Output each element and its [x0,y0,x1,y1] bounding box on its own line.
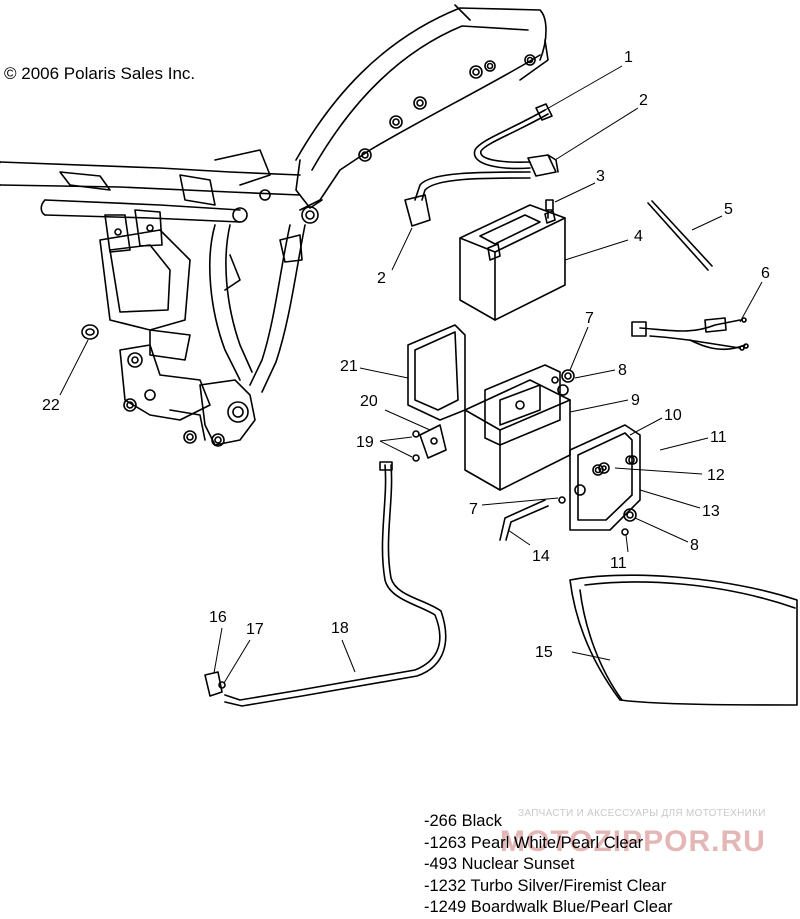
color-options-list: -266 Black -1263 Pearl White/Pearl Clear… [424,811,673,919]
callout-8-bottom: 8 [690,537,699,554]
copyright-notice: © 2006 Polaris Sales Inc. [4,64,196,83]
callout-11-bottom: 11 [610,555,627,572]
battery-cable-positive [473,103,559,177]
watermark-tagline: ЗАПЧАСТИ И АКСЕССУАРЫ ДЛЯ МОТОТЕХНИКИ [518,808,766,819]
battery [459,204,566,321]
color-option: -1232 Turbo Silver/Firemist Clear [424,876,667,895]
callout-18: 18 [331,620,349,637]
callout-8-top: 8 [618,362,627,379]
battery-cable-negative [404,171,531,227]
battery-tray-side-plate [407,324,466,421]
color-option: -1263 Pearl White/Pearl Clear [424,833,644,852]
callout-5: 5 [724,201,733,218]
battery-tray [464,364,571,491]
mounting-rod [499,499,549,541]
callout-6: 6 [761,265,770,282]
callout-9: 9 [631,392,640,409]
callout-15: 15 [535,644,553,661]
callout-7-bottom: 7 [469,501,478,518]
callout-21: 21 [340,358,358,375]
battery-terminal-bolt [545,199,554,219]
callout-14: 14 [532,548,550,565]
vent-tube [204,461,447,707]
callout-20: 20 [360,393,378,410]
color-option: -1249 Boardwalk Blue/Pearl Clear [424,898,673,916]
callout-12: 12 [707,467,725,484]
callout-2-top: 2 [639,92,648,109]
callout-22: 22 [42,397,60,414]
callout-4: 4 [634,228,643,245]
watermark-brand: MOTOZIPPOR.RU [500,825,766,858]
color-option: -493 Nuclear Sunset [424,855,575,873]
side-panel [569,574,798,706]
leader-lines [59,65,763,684]
callout-16: 16 [209,609,227,626]
callout-13: 13 [702,503,720,520]
callout-1: 1 [624,49,633,66]
callout-11-top: 11 [710,429,727,446]
callout-10: 10 [664,407,682,424]
rubber-grommet [81,324,99,340]
callout-7-top: 7 [585,310,594,327]
battery-side-cover [569,424,641,531]
wiring-harness [631,317,749,351]
motorcycle-frame [0,4,549,447]
callout-19: 19 [356,434,374,451]
callout-2-bottom: 2 [377,270,386,287]
fastener-hardware [557,369,638,536]
callout-3: 3 [596,168,605,185]
callout-labels: 1 2 2 3 4 5 6 7 7 8 8 9 10 11 11 12 13 1… [42,49,770,661]
callout-17: 17 [246,621,264,638]
tray-clip-bracket [412,424,447,462]
battery-strap [647,200,713,271]
color-option: -266 Black [424,812,502,830]
